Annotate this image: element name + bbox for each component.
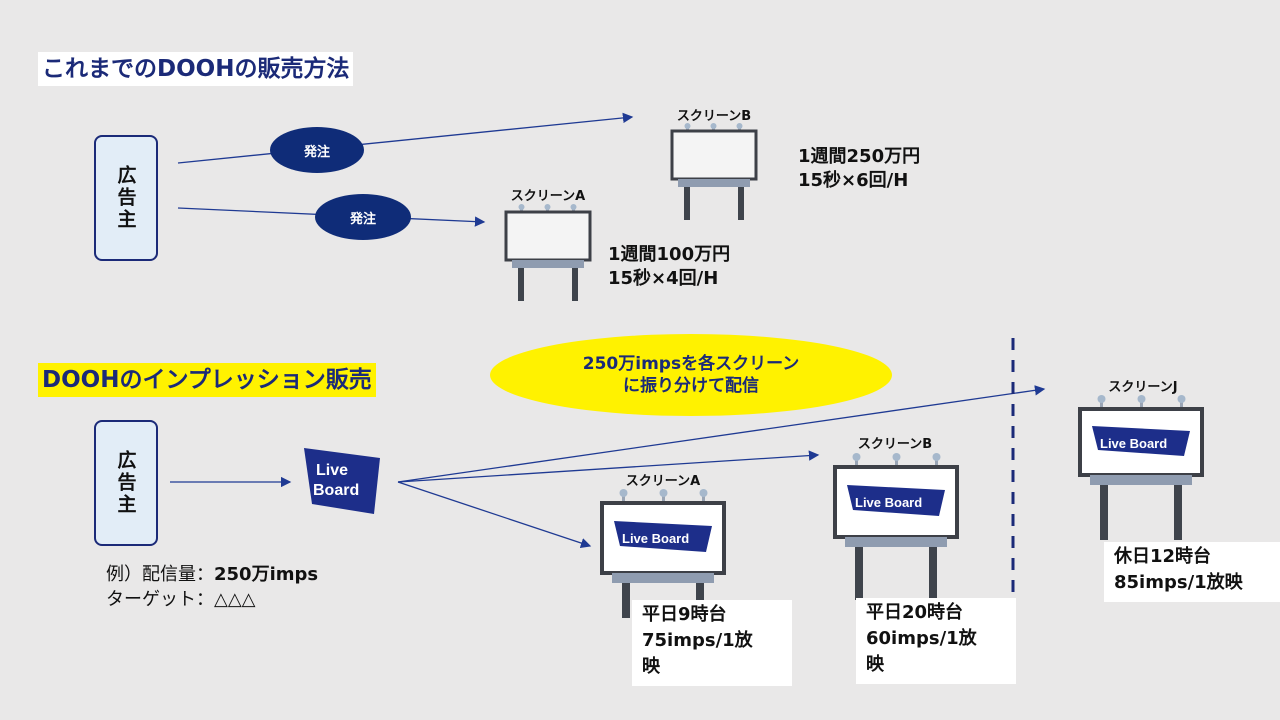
order-ellipse-2: 発注 (315, 194, 411, 240)
billboard-logo-text: Live Board (855, 495, 922, 510)
billboard-logo-text: Live Board (622, 531, 689, 546)
billboard-blank-b (670, 123, 758, 220)
screen-b-note: 平日20時台 60imps/1放 映 (856, 598, 1016, 684)
screen-a-label-top: スクリーンA (510, 189, 586, 204)
screen-a-detail-1: 75imps/1放 (642, 630, 753, 651)
screen-j-detail-1: 85imps/1放映 (1114, 572, 1243, 593)
screen-b-frequency: 15秒×6回/H (798, 170, 909, 191)
billboard-liveboard-b: Live Board (833, 453, 959, 600)
billboard-liveboard-a: Live Board (600, 489, 726, 618)
billboard-liveboard-j: Live Board (1078, 395, 1204, 540)
screen-b-detail-2: 映 (866, 654, 884, 675)
advertiser-box-top: 広告主 (94, 135, 158, 261)
order-label: 発注 (349, 211, 376, 227)
screen-a-note: 平日9時台 75imps/1放 映 (632, 600, 792, 686)
screen-a-spec: 1週間100万円 15秒×4回/H (608, 243, 730, 291)
screen-j-label: スクリーンJ (1108, 380, 1178, 395)
advertiser-label: 広告主 (114, 165, 137, 231)
example-block: 例）配信量：250万imps ターゲット：△△△ (106, 562, 318, 612)
distribution-arrow-screen-b (397, 450, 820, 483)
bubble-line-1: 250万impsを各スクリーン (582, 354, 800, 374)
screen-b-price: 1週間250万円 (798, 146, 921, 167)
order-label: 発注 (303, 144, 330, 160)
advertiser-label: 広告主 (114, 450, 137, 516)
screen-b-detail-1: 60imps/1放 (866, 628, 977, 649)
billboard-logo-text: Live Board (1100, 436, 1167, 451)
example-value: 250万imps (214, 564, 319, 585)
screen-a-slot: 平日9時台 (642, 604, 727, 625)
screen-a-detail-2: 映 (642, 656, 660, 677)
screen-a-label-bottom: スクリーンA (625, 474, 701, 489)
screen-j-slot: 休日12時台 (1114, 546, 1212, 567)
logo-text-line2: Board (313, 482, 359, 499)
advertiser-box-bottom: 広告主 (94, 420, 158, 546)
distribution-arrow-screen-a (397, 481, 592, 549)
section-title-impression: DOOHのインプレッション販売 (38, 363, 376, 397)
example-line-1: 例）配信量：250万imps (106, 562, 318, 587)
screen-b-label-bottom: スクリーンB (857, 437, 933, 452)
section-title-traditional: これまでのDOOHの販売方法 (38, 52, 354, 86)
screen-j-note: 休日12時台 85imps/1放映 (1104, 542, 1280, 602)
order-ellipse-1: 発注 (270, 127, 364, 173)
billboard-blank-a (504, 204, 592, 301)
order-arrow-screen-b (177, 112, 634, 164)
liveboard-logo: Live Board (304, 448, 380, 514)
screen-b-label-top: スクリーンB (676, 109, 752, 124)
logo-text-line1: Live (316, 462, 348, 479)
screen-a-frequency: 15秒×4回/H (608, 268, 719, 289)
screen-a-price: 1週間100万円 (608, 244, 731, 265)
screen-b-slot: 平日20時台 (866, 602, 964, 623)
distribution-bubble: 250万impsを各スクリーン に振り分けて配信 (490, 334, 892, 416)
screen-b-spec: 1週間250万円 15秒×6回/H (798, 145, 920, 193)
example-label: 例）配信量： (106, 564, 214, 585)
example-line-2: ターゲット：△△△ (106, 589, 256, 610)
bubble-line-2: に振り分けて配信 (623, 376, 759, 396)
distribution-arrow-screen-j (397, 385, 1046, 483)
